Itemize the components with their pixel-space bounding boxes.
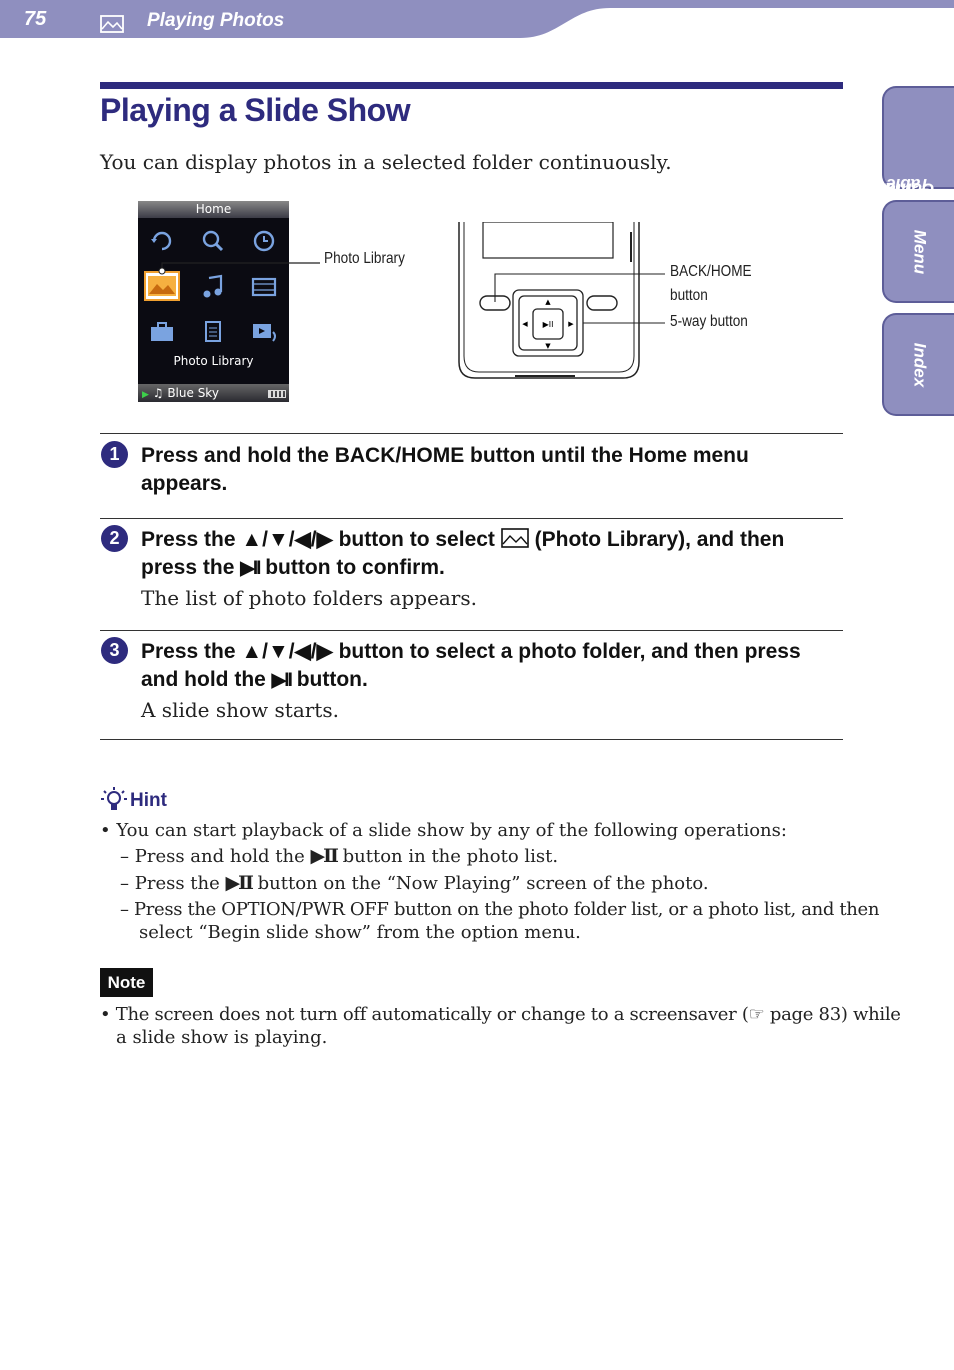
step-3-part: Press the ▲/▼/◀/▶ button to select a pho… xyxy=(141,640,801,663)
screen-caption: Photo Library xyxy=(173,354,254,368)
search-icon xyxy=(202,230,224,252)
svg-text:▶II: ▶II xyxy=(543,320,554,329)
photo-icon xyxy=(500,528,529,548)
play-status-icon: ▶ xyxy=(142,390,149,400)
briefcase-icon xyxy=(151,322,173,341)
svg-text:▲: ▲ xyxy=(545,298,551,306)
step-3-part: and hold the xyxy=(141,668,266,691)
hint-item: – Press and hold the ▶II button in the p… xyxy=(120,845,558,868)
music-icon xyxy=(203,274,223,298)
step-divider xyxy=(100,433,843,434)
intelligent-shuffle-icon xyxy=(151,231,172,251)
tab-label-line: Contents xyxy=(861,178,935,198)
photo-icon xyxy=(100,15,124,33)
player-device-drawing: ▶II ▲ ▼ ◀ ▶ xyxy=(458,222,665,379)
clock-icon xyxy=(253,230,275,252)
hint-item: – Press the OPTION/PWR OFF button on the… xyxy=(120,898,879,921)
screen-title: Home xyxy=(138,201,289,218)
note-text-part: page 83) while xyxy=(769,1004,901,1025)
figure-leader-lines xyxy=(158,262,320,275)
step-2-result: The list of photo folders appears. xyxy=(141,586,477,610)
step-3-result: A slide show starts. xyxy=(141,698,339,722)
step-number: 3 xyxy=(101,637,128,664)
bullet-glyph: • xyxy=(100,820,111,841)
hint-item-continued: select “Begin slide show” from the optio… xyxy=(139,922,581,943)
step-3-text: Press the ▲/▼/◀/▶ button to select a pho… xyxy=(141,638,841,695)
hint-item: – Press the ▶II button on the “Now Playi… xyxy=(120,872,709,895)
photo-library-icon xyxy=(144,271,180,301)
hint-item-text: Press the xyxy=(134,873,220,894)
note-text: • The screen does not turn off automatic… xyxy=(100,1003,901,1026)
bullet-glyph: • xyxy=(100,1004,111,1025)
svg-text:◀: ◀ xyxy=(522,320,528,328)
step-2-part: button to confirm. xyxy=(265,556,445,579)
note-text-continued: a slide show is playing. xyxy=(116,1027,328,1048)
page-title: Playing a Slide Show xyxy=(100,92,411,128)
svg-text:▼: ▼ xyxy=(545,342,551,350)
tab-label: Index xyxy=(910,342,930,387)
video-icon xyxy=(251,277,277,297)
tab-index[interactable]: Index xyxy=(882,313,954,416)
section-title: Playing Photos xyxy=(147,10,285,31)
step-number: 1 xyxy=(101,441,128,468)
hint-label: Hint xyxy=(130,790,167,811)
lightbulb-icon xyxy=(101,787,127,810)
dash-glyph: – xyxy=(120,873,129,894)
hint-item-text: Press and hold the xyxy=(134,846,305,867)
hint-item-text: Press the OPTION/PWR OFF button on the p… xyxy=(134,899,880,920)
hint-item-text: button on the “Now Playing” screen of th… xyxy=(257,873,709,894)
callout-photo-library: Photo Library xyxy=(324,250,405,267)
tab-menu[interactable]: Menu xyxy=(882,200,954,303)
play-pause-icon: ▶II xyxy=(240,558,261,579)
document-icon xyxy=(205,321,221,342)
step-divider xyxy=(100,630,843,631)
note-text-part: The screen does not turn off automatical… xyxy=(115,1004,749,1025)
home-menu-screen: Home Photo Library ▶ ♫ Blue Sky xyxy=(138,201,289,402)
play-pause-icon: ▶II xyxy=(271,670,293,691)
step-3-part: button. xyxy=(296,668,368,691)
svg-text:▶: ▶ xyxy=(568,320,574,328)
title-rule xyxy=(100,82,843,89)
page-number: 75 xyxy=(24,8,47,30)
step-2-part: Press the ▲/▼/◀/▶ button to select xyxy=(141,528,495,551)
note-label: Note xyxy=(100,968,153,997)
intro-text: You can display photos in a selected fol… xyxy=(100,150,672,174)
step-1-text: Press and hold the BACK/HOME button unti… xyxy=(141,444,749,495)
step-divider xyxy=(100,518,843,519)
header-band xyxy=(0,0,954,38)
pointer-icon: ☞ xyxy=(748,1004,765,1025)
tab-label: Menu xyxy=(910,229,930,274)
step-number: 2 xyxy=(101,525,128,552)
screen-track: ♫ Blue Sky xyxy=(152,386,219,400)
callout-back-home-line1: BACK/HOME xyxy=(670,263,752,280)
dash-glyph: – xyxy=(120,899,129,920)
dash-glyph: – xyxy=(120,846,129,867)
hint-item-text: button in the photo list. xyxy=(342,846,559,867)
play-pause-icon: ▶II xyxy=(225,872,254,894)
step-2-text: Press the ▲/▼/◀/▶ button to select (Phot… xyxy=(141,526,841,583)
now-playing-icon xyxy=(253,324,276,342)
step-2-part: (Photo Library), and then xyxy=(534,528,785,551)
step-2-part: press the xyxy=(141,556,235,579)
screen-status-bar: ▶ ♫ Blue Sky xyxy=(138,384,289,402)
step-divider xyxy=(100,739,843,740)
callout-back-home-line2: button xyxy=(670,287,708,304)
callout-5way: 5-way button xyxy=(670,313,748,330)
play-pause-icon: ▶II xyxy=(310,845,339,867)
hint-bullet-text: You can start playback of a slide show b… xyxy=(116,820,787,841)
hint-bullet: • You can start playback of a slide show… xyxy=(100,819,787,842)
battery-icon xyxy=(268,390,286,398)
